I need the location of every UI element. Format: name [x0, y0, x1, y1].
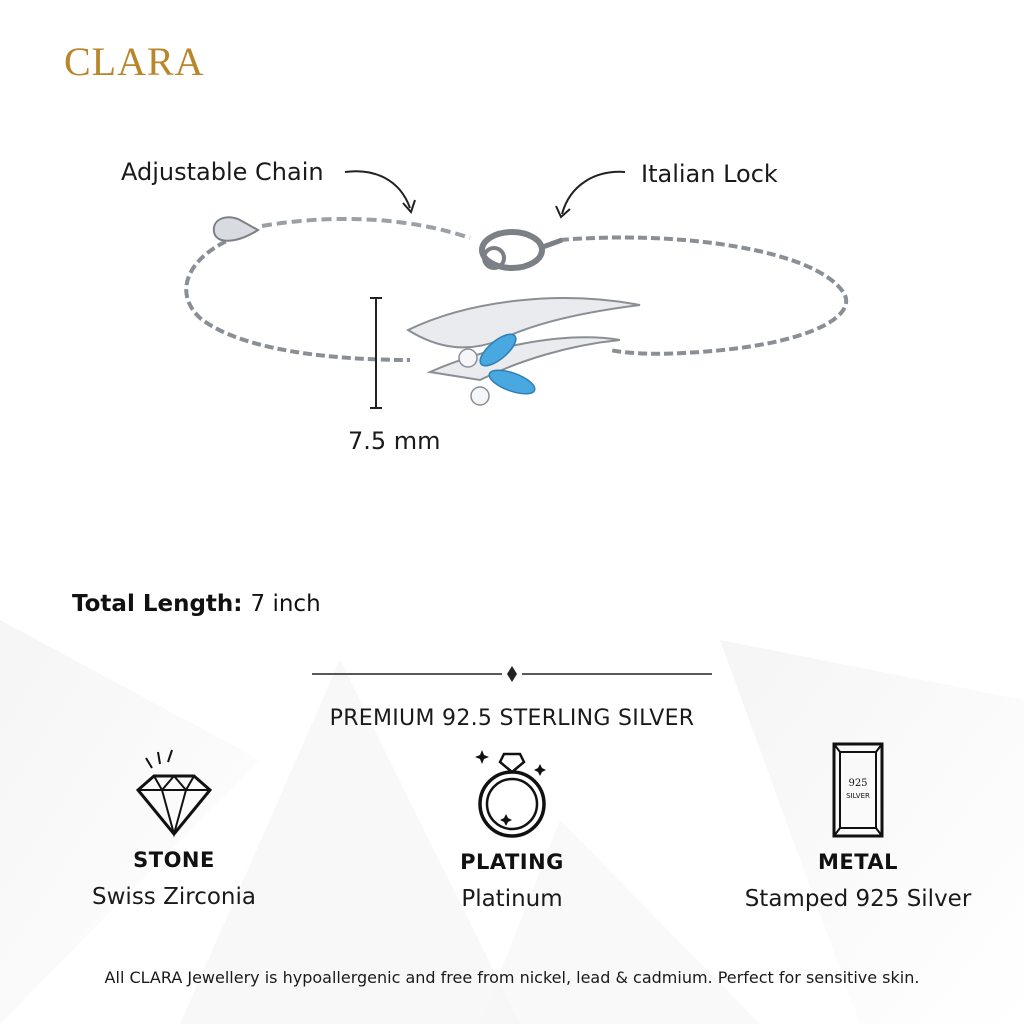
teardrop-charm [212, 216, 260, 242]
arrow-lock-icon [561, 170, 626, 215]
lobster-clasp [479, 229, 563, 271]
stamp-925: 925 [848, 778, 867, 789]
bracelet-chain [184, 230, 411, 362]
feature-stone: STONE Swiss Zirconia [24, 744, 324, 910]
feature-title: STONE [133, 848, 215, 872]
feature-value: Swiss Zirconia [92, 884, 256, 910]
spec-value: 7 inch [250, 591, 321, 617]
dimension-marker [370, 297, 382, 409]
ornament-divider [312, 666, 712, 682]
leaf-pendant [405, 297, 641, 406]
spec-label: Total Length: [72, 591, 243, 617]
brand-logo: CLARA [64, 39, 205, 84]
extender-chain [261, 216, 471, 240]
callout-italian-lock: Italian Lock [641, 160, 778, 188]
footer-disclaimer: All CLARA Jewellery is hypoallergenic an… [104, 968, 920, 987]
feature-value: Platinum [461, 886, 563, 912]
arrow-chain-icon [344, 170, 411, 209]
headline: PREMIUM 92.5 STERLING SILVER [329, 706, 695, 731]
stamp-silver: SILVER [846, 792, 870, 800]
feature-plating: PLATING Platinum [362, 744, 662, 912]
feature-title: METAL [817, 850, 899, 874]
diamond-icon [135, 749, 213, 838]
feature-title: PLATING [460, 850, 564, 874]
ring-icon [475, 750, 546, 838]
bracelet-illustration [184, 170, 849, 409]
feature-value: Stamped 925 Silver [744, 886, 972, 912]
callout-adjustable-chain: Adjustable Chain [121, 158, 324, 186]
total-length-spec: Total Length: 7 inch [72, 591, 321, 617]
bracelet-chain-right [559, 235, 849, 356]
feature-metal: 925 SILVER METAL Stamped 925 Silver [708, 740, 1008, 912]
dimension-label: 7.5 mm [348, 427, 441, 455]
silver-bar-icon: 925 SILVER [832, 742, 884, 838]
